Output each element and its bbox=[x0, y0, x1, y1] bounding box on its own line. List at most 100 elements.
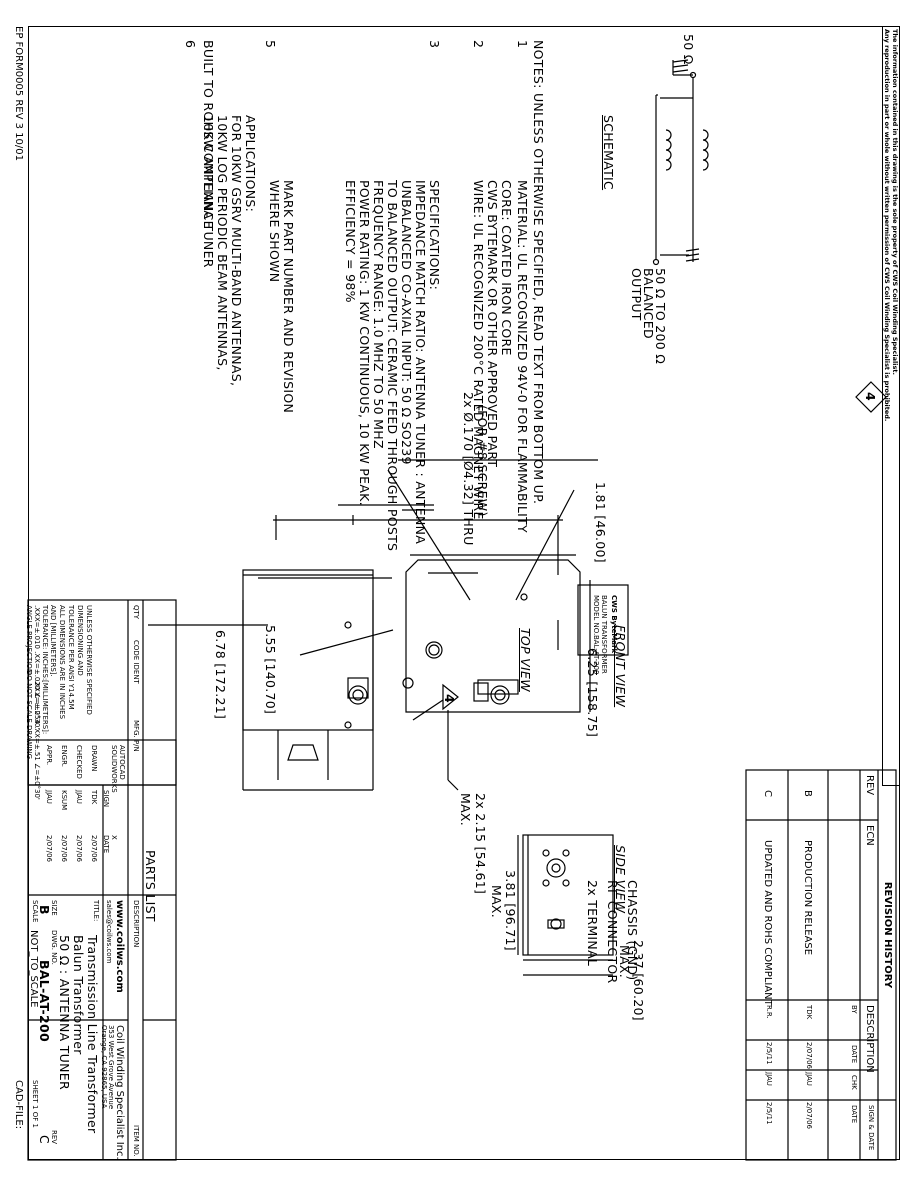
dim-front-total: 6.78 [172.21] bbox=[213, 630, 228, 720]
checked-label: CHECKED bbox=[75, 745, 83, 779]
size-value: B bbox=[37, 905, 52, 915]
drawn-label: DRAWN bbox=[90, 745, 98, 772]
side-view-graphic bbox=[517, 834, 614, 976]
company-web: www.coilws.com bbox=[114, 900, 125, 993]
schematic-title: SCHEMATIC bbox=[601, 115, 616, 191]
cad-file: CAD-FILE: bbox=[13, 1080, 24, 1130]
note-3: SPECIFICATIONS: bbox=[427, 180, 442, 291]
drawn-by: TDK bbox=[90, 790, 98, 805]
title-line-3: 50 Ω : ANTENNA TUNER bbox=[57, 935, 72, 1090]
note-4-b: POWER RATING: 1 KW CONTINUOUS, 10 KW PEA… bbox=[357, 180, 372, 506]
rev-sub-by: BY bbox=[850, 1005, 858, 1014]
no-scale-note: DO NOT SCALE DRAWING bbox=[25, 670, 33, 760]
engr-by: KSUM bbox=[60, 790, 68, 811]
callout-rf-connector: RF CONNECTOR bbox=[605, 880, 620, 984]
appr-date: 2/07/06 bbox=[45, 835, 53, 862]
note-4-d: TO BALANCED OUTPUT: CERAMIC FEED THROUGH… bbox=[385, 180, 400, 552]
note-4-flag: 4 bbox=[863, 392, 878, 401]
plate-brand: CWS ByteMark bbox=[610, 595, 618, 654]
rev-row-c-by: R.R. bbox=[765, 1005, 773, 1019]
note-1: MATERIAL: UL RECOGNIZED 94V-0 FOR FLAMMA… bbox=[515, 180, 530, 533]
note-5-number: 5 bbox=[263, 40, 278, 49]
company-name: Coil Winding Specialist Inc. bbox=[114, 1025, 125, 1160]
company-address-1: 353 West Grove Avenue bbox=[107, 1025, 115, 1110]
tolerance-line-9: .XXX=±.254 .XX=±.51 ∠=±0°30' bbox=[33, 680, 41, 800]
checked-date: 2/07/06 bbox=[75, 835, 83, 862]
note-4-a: EFFICIENCY = 98% bbox=[343, 180, 358, 303]
title-block-lines bbox=[27, 599, 897, 1161]
dim-terminal-b: MAX. bbox=[458, 793, 473, 827]
rev-sub-chk: CHK bbox=[850, 1075, 858, 1090]
tolerance-line-1: UNLESS OTHERWISE SPECIFIED bbox=[85, 605, 93, 715]
rev-sub-date2: DATE bbox=[850, 1105, 858, 1124]
scale-value: NOT_TO_SCALE bbox=[28, 930, 39, 1008]
engr-date: 2/07/06 bbox=[60, 835, 68, 862]
rev-row-b-rev: B bbox=[802, 790, 813, 797]
note-4-e: UNBALANCED CO-AXIAL INPUT: 50 Ω SO239 bbox=[399, 180, 414, 465]
company-address-2: Orange, CA 92865, USA bbox=[100, 1025, 108, 1109]
rev-col-desc: DESCRIPTION bbox=[864, 1005, 875, 1073]
rev-row-c-desc: UPDATED AND ROHS COMPLIANT bbox=[762, 840, 773, 1006]
parts-col-qty: QTY bbox=[132, 605, 140, 620]
rev-sub-date: DATE bbox=[850, 1045, 858, 1064]
tolerance-line-2: DIMENSIONING AND bbox=[76, 605, 84, 676]
note-6-e: APPLICATIONS: bbox=[243, 115, 258, 213]
schematic-graphic bbox=[652, 59, 709, 266]
rev-row-c-date2: 2/5/11 bbox=[765, 1102, 773, 1125]
rev-col-sign: SIGN & DATE bbox=[867, 1105, 875, 1151]
rev-row-b-chk: JJAU bbox=[805, 1072, 813, 1086]
parts-col-mfg: MFG. P/N bbox=[132, 720, 140, 752]
tolerance-line-3: TOLERANCE PER ANSI Y14.5M bbox=[67, 605, 75, 710]
dim-hole-a: 2x Ø.170 [Ø4.32] THRU bbox=[461, 392, 476, 546]
note-6-d: FOR 10KW GSRV MULTI-BAND ANTENNAS, bbox=[229, 115, 244, 387]
rev-row-c-date: 2/5/11 bbox=[765, 1042, 773, 1065]
top-view-label: TOP VIEW bbox=[518, 628, 533, 692]
rev-row-c-rev: C bbox=[762, 790, 773, 797]
dim-side-width-b: MAX. bbox=[489, 885, 504, 919]
scale-label: SCALE bbox=[31, 900, 39, 923]
tolerance-line-8: [MILLIMETERS]: bbox=[41, 680, 49, 735]
plate-part: BAL-AT-200 bbox=[592, 635, 600, 675]
dwg-number: BAL-AT-200 bbox=[37, 960, 52, 1043]
schematic-output-label-3: OUTPUT bbox=[629, 268, 644, 321]
note-6-number: 6 bbox=[183, 40, 198, 49]
rev-col-ecn: ECN bbox=[864, 825, 875, 846]
revision-title: REVISION HISTORY bbox=[882, 881, 893, 989]
projection-label: ANGLE PROJECTION bbox=[25, 605, 33, 675]
title-label: TITLE: bbox=[92, 900, 100, 922]
rev-row-b-by: TDK bbox=[805, 1005, 813, 1020]
schematic-input-label: 50 Ω bbox=[681, 34, 696, 65]
top-view-flag: 4 bbox=[442, 694, 457, 703]
title-line-2: Balun Transformer bbox=[71, 935, 86, 1055]
autocad-label: AUTOCAD bbox=[118, 745, 126, 780]
dim-terminal-a: 2x 2.15 [54.61] bbox=[473, 793, 488, 895]
note-4-c: FREQUENCY RANGE: 1.0 MHZ TO 50 MHZ bbox=[371, 180, 386, 449]
parts-col-desc: DESCRIPTION bbox=[132, 900, 140, 948]
solidworks-mark: X bbox=[110, 835, 118, 840]
sheet-count: SHEET 1 OF 1 bbox=[31, 1080, 39, 1128]
parts-col-code: CODE IDENT bbox=[132, 640, 140, 684]
rev-row-c-chk: JJAU bbox=[765, 1072, 773, 1086]
engr-label: ENGR. bbox=[60, 745, 68, 767]
parts-col-item: ITEM NO. bbox=[132, 1125, 140, 1157]
title-line-1: Transmission Line Transformer bbox=[85, 935, 100, 1134]
plate-line-2: MODEL NO. bbox=[592, 595, 600, 636]
front-view-graphic bbox=[242, 569, 374, 791]
rev-row-b-desc: PRODUCTION RELEASE bbox=[802, 840, 813, 956]
rev-value: C bbox=[37, 1135, 52, 1145]
sign-header: SIGN bbox=[102, 790, 110, 808]
note-2-number: 2 bbox=[471, 40, 486, 49]
parts-list-title: PARTS LIST bbox=[143, 850, 158, 922]
note-5-a: WHERE SHOWN bbox=[267, 180, 282, 283]
dim-side-width-a: 3.81 [96.71] bbox=[503, 870, 518, 951]
rev-col-rev: REV bbox=[864, 775, 875, 796]
plate-line-1: BALUN TRANSFORMER bbox=[600, 595, 608, 674]
company-email: sales@coilws.com bbox=[105, 900, 113, 964]
note-5-b: MARK PART NUMBER AND REVISION bbox=[281, 180, 296, 414]
dim-front-depth: 5.55 [140.70] bbox=[263, 625, 278, 715]
note-1-number: 1 bbox=[515, 40, 530, 49]
rev-row-b-date: 2/07/06 bbox=[805, 1042, 813, 1069]
